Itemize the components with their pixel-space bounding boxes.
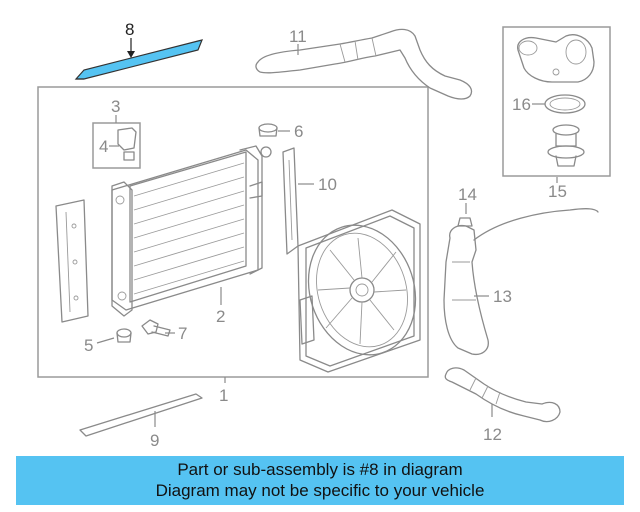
leader-5	[96, 337, 115, 344]
part-10-side-seal[interactable]	[282, 147, 299, 255]
callout-3: 3	[111, 97, 120, 116]
part-15-thermostat-housing[interactable]	[517, 34, 595, 83]
callout-8: 8	[125, 20, 134, 39]
callout-16: 16	[512, 95, 531, 114]
callout-11: 11	[289, 27, 307, 46]
callout-6: 6	[294, 122, 303, 141]
callout-5: 5	[84, 336, 93, 355]
radiator-assembly-box	[37, 86, 429, 378]
info-banner: Part or sub-assembly is #8 in diagram Di…	[16, 456, 624, 505]
thermostat-box	[502, 26, 611, 177]
part-14-reservoir-cap[interactable]	[457, 217, 473, 227]
part-13-coolant-reservoir[interactable]	[443, 208, 599, 356]
callout-15: 15	[548, 182, 567, 201]
callout-2: 2	[216, 307, 225, 326]
callout-4: 4	[99, 137, 108, 156]
banner-line-1: Part or sub-assembly is #8 in diagram	[177, 460, 463, 479]
fan-shroud-assembly[interactable]	[292, 209, 432, 373]
callout-9: 9	[150, 431, 159, 450]
part-9-lower-deflector[interactable]	[79, 393, 203, 437]
banner-line-2: Diagram may not be specific to your vehi…	[155, 481, 485, 500]
part-12-lower-hose[interactable]	[444, 367, 561, 423]
callout-10: 10	[318, 175, 337, 194]
part-11-upper-hose[interactable]	[255, 28, 473, 100]
part-4-bracket[interactable]	[117, 127, 137, 161]
callout-14: 14	[458, 185, 477, 204]
part-5-drain-plug[interactable]	[116, 328, 132, 343]
thermostat[interactable]	[547, 124, 585, 167]
callout-12: 12	[483, 425, 502, 444]
part-16-gasket[interactable]	[544, 94, 586, 114]
left-side-seal[interactable]	[55, 199, 89, 323]
arrow-8	[127, 51, 135, 58]
callout-1: 1	[219, 386, 228, 405]
callout-7: 7	[178, 324, 187, 343]
part-2-radiator[interactable]	[111, 145, 272, 317]
part-8-air-deflector[interactable]	[74, 39, 203, 80]
part-6-cap[interactable]	[258, 123, 278, 137]
callout-13: 13	[493, 287, 512, 306]
